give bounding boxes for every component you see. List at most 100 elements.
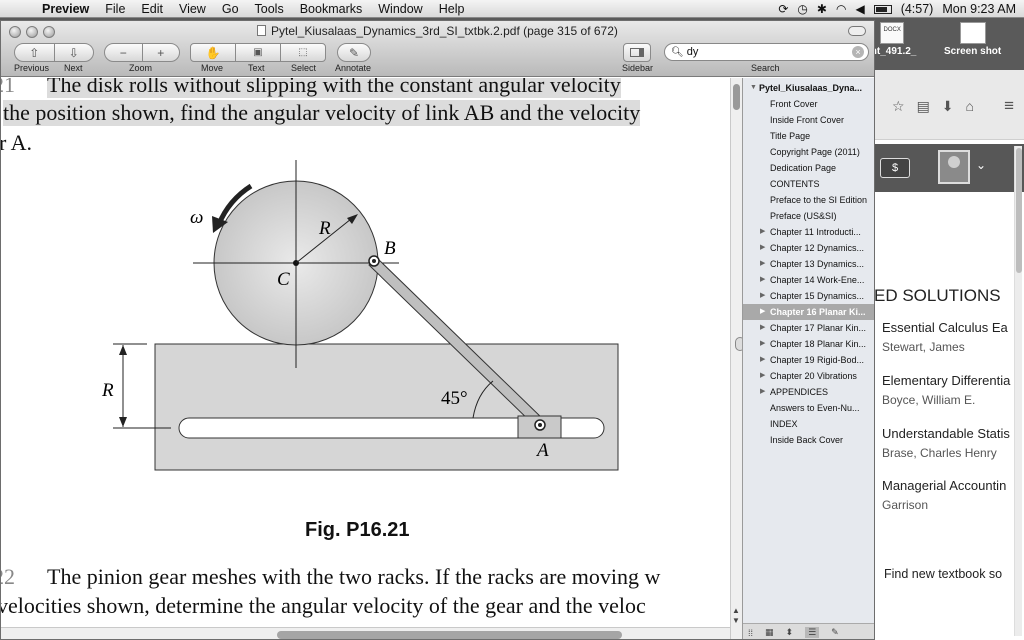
wifi-icon[interactable]: ◠	[835, 2, 847, 16]
toc-item[interactable]: ▶Chapter 14 Work-Ene...	[743, 272, 874, 288]
disclosure-closed-icon[interactable]: ▶	[760, 276, 766, 283]
menu-window[interactable]: Window	[378, 1, 423, 16]
vertical-scroll-thumb[interactable]	[733, 84, 740, 110]
toc-item[interactable]: Preface (US&SI)	[743, 208, 874, 224]
menu-app-preview[interactable]: Preview	[42, 1, 90, 16]
sidebar-button[interactable]	[623, 43, 651, 62]
disclosure-closed-icon[interactable]: ▶	[760, 388, 766, 395]
desktop-screenshot-icon[interactable]: Screen shot	[944, 22, 1001, 57]
toc-item[interactable]: ▶Chapter 20 Vibrations	[743, 368, 874, 384]
book-item[interactable]: Elementary Differentia Boyce, William E.	[882, 373, 1010, 407]
menu-help[interactable]: Help	[438, 1, 465, 16]
toc-item[interactable]: Dedication Page	[743, 160, 874, 176]
zoom-in-button[interactable]: +	[157, 45, 165, 60]
toc-item[interactable]: Copyright Page (2011)	[743, 144, 874, 160]
time-machine-icon[interactable]: ◷	[797, 2, 808, 16]
toc-item[interactable]: ▶Chapter 17 Planar Kin...	[743, 320, 874, 336]
menu-go[interactable]: Go	[221, 1, 239, 16]
contact-sheet-view-icon[interactable]: ▦	[765, 627, 774, 637]
zoom-out-button[interactable]: −	[119, 45, 127, 60]
disclosure-closed-icon[interactable]: ▶	[760, 356, 766, 363]
menu-bookmarks[interactable]: Bookmarks	[299, 1, 363, 16]
disclosure-closed-icon[interactable]: ▶	[760, 308, 766, 315]
avatar[interactable]	[938, 150, 970, 184]
toc-root[interactable]: ▼Pytel_Kiusalaas_Dyna...	[743, 80, 874, 96]
search-field[interactable]: 🔍︎ dy ×	[664, 43, 869, 61]
menu-view[interactable]: View	[178, 1, 206, 16]
pdf-page-view[interactable]: 21 The disk rolls without slipping with …	[1, 78, 742, 639]
zoom-window-button[interactable]	[43, 26, 55, 38]
star-icon[interactable]: ☆	[892, 98, 905, 114]
select-tool-button[interactable]: ⬚	[298, 47, 308, 58]
toolbar-toggle-button[interactable]	[848, 26, 866, 36]
battery-time[interactable]: (4:57)	[900, 2, 934, 16]
toc-item[interactable]: INDEX	[743, 416, 874, 432]
find-textbook-link[interactable]: Find new textbook so	[884, 567, 1003, 581]
desktop-file-icon[interactable]: DOCX mt_491.2_	[868, 22, 916, 57]
reading-list-icon[interactable]: ▤	[916, 98, 930, 114]
disclosure-closed-icon[interactable]: ▶	[760, 292, 766, 299]
annotate-button[interactable]: ✎	[337, 43, 371, 62]
disclosure-closed-icon[interactable]: ▶	[760, 260, 766, 267]
move-tool-button[interactable]: ✋	[205, 45, 221, 60]
toc-item-selected[interactable]: ▶Chapter 16 Planar Ki...	[743, 304, 874, 320]
disclosure-closed-icon[interactable]: ▶	[760, 228, 766, 235]
battery-icon[interactable]	[873, 4, 892, 14]
menu-tools[interactable]: Tools	[254, 1, 284, 16]
book-title[interactable]: Managerial Accountin	[882, 478, 1007, 493]
horizontal-scroll-thumb[interactable]	[277, 631, 622, 639]
toc-item[interactable]: Answers to Even-Nu...	[743, 400, 874, 416]
toc-view-icon[interactable]: ☰	[805, 627, 820, 638]
toc-item[interactable]: ▶Chapter 18 Planar Kin...	[743, 336, 874, 352]
menu-file[interactable]: File	[105, 1, 126, 16]
horizontal-scrollbar[interactable]	[1, 627, 730, 639]
toc-item[interactable]: ▶Chapter 11 Introducti...	[743, 224, 874, 240]
clock[interactable]: Mon 9:23 AM	[942, 2, 1016, 16]
bluetooth-icon[interactable]: ✱	[816, 2, 827, 16]
hamburger-menu-icon[interactable]: ≡	[1004, 96, 1014, 115]
toc-item[interactable]: Inside Back Cover	[743, 432, 874, 448]
disclosure-closed-icon[interactable]: ▶	[760, 340, 766, 347]
download-icon[interactable]: ⬇	[941, 98, 954, 114]
disclosure-open-icon[interactable]: ▼	[750, 84, 757, 91]
disclosure-closed-icon[interactable]: ▶	[760, 372, 766, 379]
minimize-window-button[interactable]	[26, 26, 38, 38]
disclosure-closed-icon[interactable]: ▶	[760, 324, 766, 331]
toc-item[interactable]: Inside Front Cover	[743, 112, 874, 128]
book-item[interactable]: Essential Calculus Ea Stewart, James	[882, 320, 1008, 354]
toc-item[interactable]: Preface to the SI Edition	[743, 192, 874, 208]
book-item[interactable]: Understandable Statis Brase, Charles Hen…	[882, 426, 1010, 460]
book-title[interactable]: Elementary Differentia	[882, 373, 1011, 388]
toc-options-icon[interactable]: ⬍	[785, 627, 794, 637]
search-input[interactable]: dy	[686, 46, 699, 58]
previous-button[interactable]: ⇧	[29, 45, 40, 60]
book-item[interactable]: Managerial Accountin Garrison	[882, 478, 1006, 512]
toc-item[interactable]: CONTENTS	[743, 176, 874, 192]
toc-item[interactable]: Front Cover	[743, 96, 874, 112]
toc-item[interactable]: ▶Chapter 19 Rigid-Bod...	[743, 352, 874, 368]
book-title[interactable]: Essential Calculus Ea	[882, 320, 1008, 335]
home-icon[interactable]: ⌂	[965, 98, 974, 114]
sync-icon[interactable]: ⟳	[778, 2, 789, 16]
price-tag-icon[interactable]: $	[880, 158, 910, 178]
toc-item[interactable]: ▶Chapter 13 Dynamics...	[743, 256, 874, 272]
scroll-up-arrow-icon[interactable]: ▲	[732, 606, 740, 615]
close-window-button[interactable]	[9, 26, 21, 38]
next-button[interactable]: ⇩	[68, 45, 79, 60]
toc-item[interactable]: ▶Chapter 12 Dynamics...	[743, 240, 874, 256]
book-title[interactable]: Understandable Statis	[882, 426, 1010, 441]
vertical-scrollbar[interactable]: ▲ ▼	[730, 78, 742, 639]
toc-item[interactable]: ▶APPENDICES	[743, 384, 874, 400]
scroll-down-arrow-icon[interactable]: ▼	[732, 616, 740, 625]
volume-icon[interactable]: ◀	[855, 2, 865, 16]
disclosure-closed-icon[interactable]: ▶	[760, 244, 766, 251]
menu-edit[interactable]: Edit	[141, 1, 163, 16]
clear-search-icon[interactable]: ×	[852, 46, 864, 58]
browser-scroll-thumb[interactable]	[1016, 148, 1022, 273]
toc-item[interactable]: ▶Chapter 15 Dynamics...	[743, 288, 874, 304]
notes-view-icon[interactable]: ✎	[831, 627, 839, 637]
text-tool-button[interactable]: ▣	[253, 47, 263, 58]
thumbnails-view-icon[interactable]: ⁞⁞	[748, 627, 754, 638]
toc-item[interactable]: Title Page	[743, 128, 874, 144]
browser-scrollbar[interactable]	[1014, 146, 1022, 636]
